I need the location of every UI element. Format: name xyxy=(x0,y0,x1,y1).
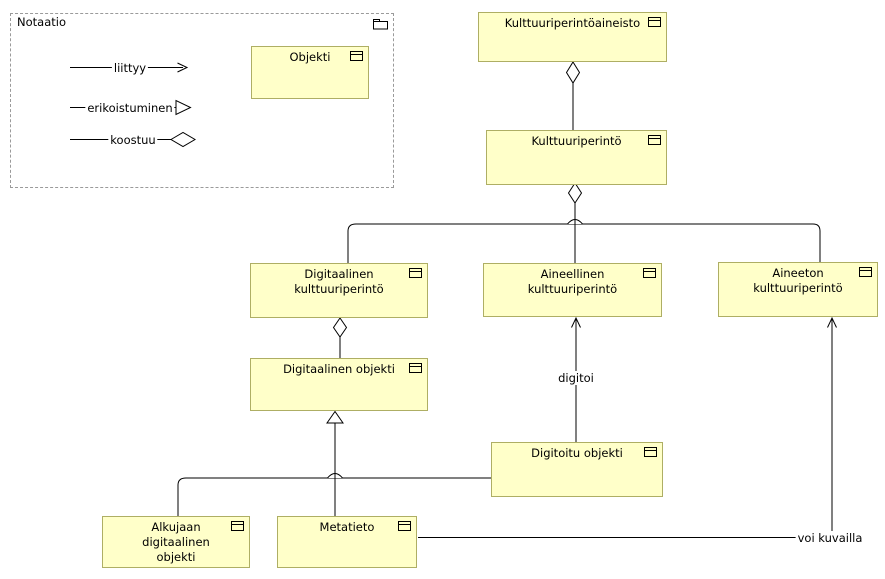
object-icon xyxy=(648,17,661,27)
object-icon xyxy=(409,363,422,373)
legend-title: Notaatio xyxy=(17,15,66,29)
legend-label-koostuu: koostuu xyxy=(108,132,158,147)
node-label: Digitoitu objekti xyxy=(531,446,623,460)
node-aineeton-kulttuuriperinto[interactable]: Aineeton kulttuuriperintö xyxy=(718,262,878,317)
object-icon xyxy=(859,267,872,277)
relationship-erikoistuminen-digitaalinen-objekti[interactable] xyxy=(177,410,491,517)
node-digitaalinen-objekti[interactable]: Digitaalinen objekti xyxy=(250,358,428,411)
node-alkujaan-digitaalinen-objekti[interactable]: Alkujaan digitaalinen objekti xyxy=(102,516,250,568)
node-label: Metatieto xyxy=(319,520,375,534)
relationship-koostuu-aineisto[interactable] xyxy=(565,61,581,130)
node-label: Alkujaan digitaalinen objekti xyxy=(142,520,210,564)
node-kulttuuriperintoaineisto[interactable]: Kulttuuriperintöaineisto xyxy=(478,12,667,62)
node-label: Aineeton kulttuuriperintö xyxy=(753,266,843,295)
node-label: Kulttuuriperintöaineisto xyxy=(504,16,641,30)
object-icon xyxy=(350,51,363,61)
legend-label-liittyy: liittyy xyxy=(111,60,149,75)
legend-group[interactable]: Notaatio xyxy=(10,13,394,188)
relationship-koostuu-kulttuuriperinto[interactable] xyxy=(347,182,821,263)
node-label: Digitaalinen objekti xyxy=(283,362,395,376)
node-objekti-example[interactable]: Objekti xyxy=(251,46,369,99)
node-metatieto[interactable]: Metatieto xyxy=(277,516,417,568)
node-label: Aineellinen kulttuuriperintö xyxy=(527,267,618,296)
folder-icon xyxy=(373,19,388,30)
relationship-koostuu-digitaalinen[interactable] xyxy=(332,317,348,358)
object-icon xyxy=(643,268,656,278)
object-icon xyxy=(231,521,244,531)
node-label: Objekti xyxy=(289,50,331,64)
edge-label-digitoi: digitoi xyxy=(556,370,596,385)
node-aineellinen-kulttuuriperinto[interactable]: Aineellinen kulttuuriperintö xyxy=(483,263,662,317)
edge-label-voi-kuvailla: voi kuvailla xyxy=(795,530,865,545)
object-icon xyxy=(409,268,422,278)
legend-label-erikoistuminen: erikoistuminen xyxy=(85,100,175,115)
node-digitoitu-objekti[interactable]: Digitoitu objekti xyxy=(491,442,663,497)
object-icon xyxy=(644,447,657,457)
node-kulttuuriperinto[interactable]: Kulttuuriperintö xyxy=(486,130,667,185)
object-icon xyxy=(648,135,661,145)
node-digitaalinen-kulttuuriperinto[interactable]: Digitaalinen kulttuuriperintö xyxy=(250,263,428,318)
object-icon xyxy=(398,521,411,531)
node-label: Digitaalinen kulttuuriperintö xyxy=(294,267,384,296)
node-label: Kulttuuriperintö xyxy=(531,134,622,148)
relationship-voi-kuvailla[interactable] xyxy=(418,316,837,538)
